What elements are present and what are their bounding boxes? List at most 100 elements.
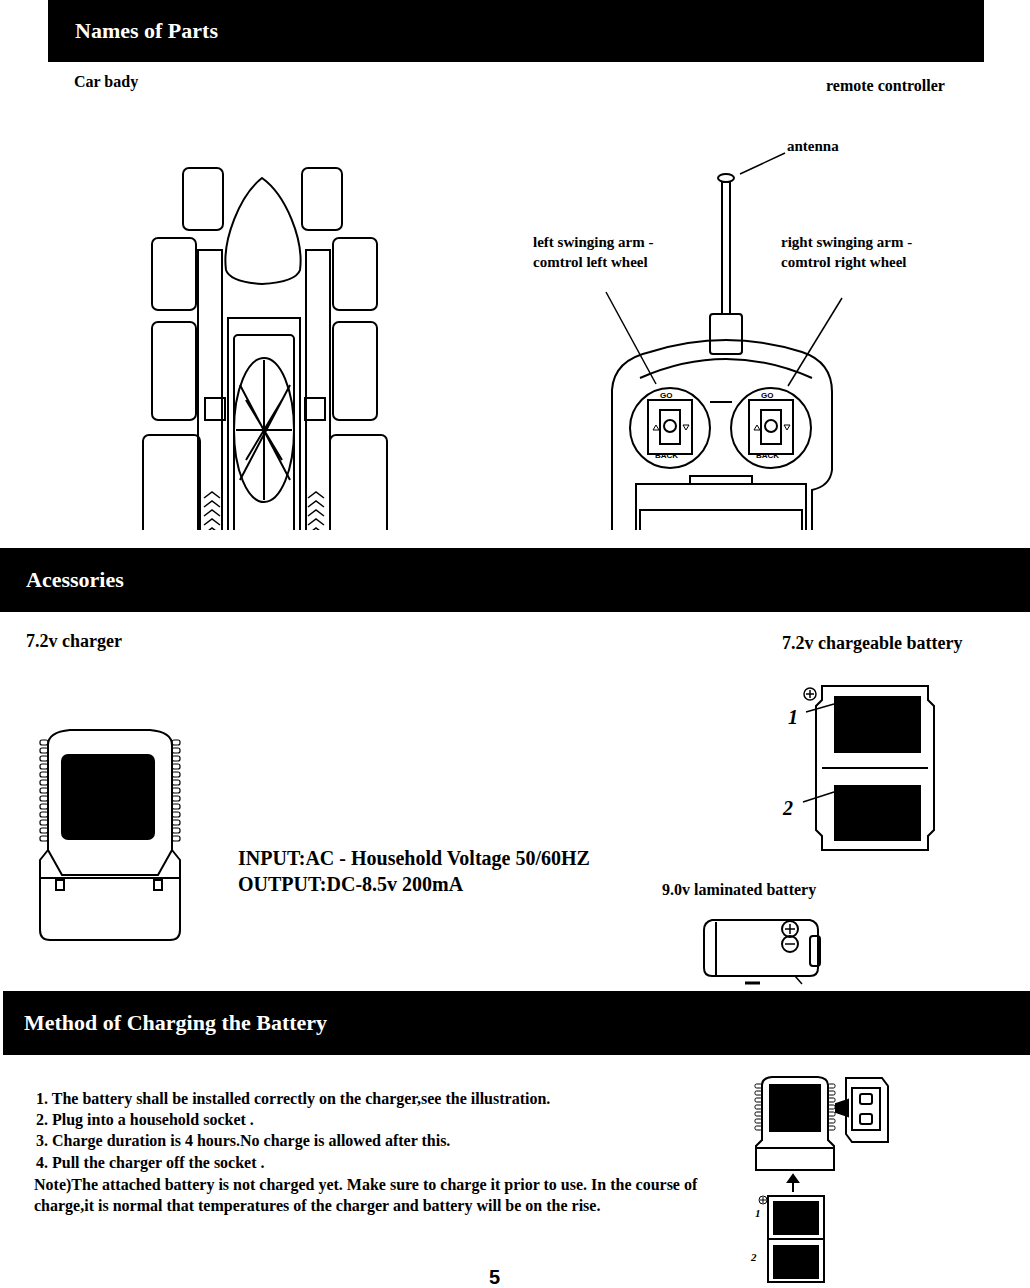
battery-9v	[704, 920, 820, 984]
car-body	[204, 519, 220, 525]
note-text: Note)The attached battery is not charged…	[34, 1174, 724, 1216]
charger	[40, 788, 48, 793]
part-name: remote controller	[826, 76, 945, 97]
leader-line	[788, 298, 842, 386]
car-body	[330, 435, 387, 530]
section-header: Method of Charging the Battery	[3, 991, 1030, 1055]
section-header: Acessories	[0, 548, 1030, 612]
car-body	[204, 501, 220, 507]
charger	[172, 764, 180, 769]
charger	[172, 756, 180, 761]
charger	[172, 772, 180, 777]
car-body	[308, 528, 324, 530]
car-body	[204, 492, 324, 530]
charging-illustration	[755, 1084, 762, 1088]
charging-illustration	[860, 1094, 872, 1104]
car-body	[305, 398, 325, 420]
car-body	[302, 168, 342, 230]
charger	[40, 772, 48, 777]
battery-9v	[715, 922, 717, 976]
charging-illustration	[760, 1197, 766, 1203]
charging-illustration	[828, 1112, 835, 1116]
car-body	[308, 510, 324, 516]
button-label: GO	[660, 391, 672, 401]
car-body	[234, 335, 294, 530]
charger	[40, 812, 48, 817]
charging-illustration	[846, 1078, 888, 1142]
part-name: Car bady	[74, 72, 138, 93]
charger	[40, 730, 180, 940]
charging-illustration	[755, 1119, 762, 1123]
battery-pack	[803, 686, 934, 850]
charger	[172, 748, 180, 753]
battery-pack	[835, 786, 920, 840]
charger	[172, 836, 180, 841]
charging-illustration	[828, 1091, 835, 1095]
battery-9v	[785, 924, 795, 944]
charger	[48, 850, 172, 875]
charger	[40, 764, 48, 769]
car-body	[333, 238, 377, 310]
charging-illustration	[755, 1084, 835, 1130]
charging-illustration	[768, 1238, 824, 1240]
charging-illustration	[828, 1119, 835, 1123]
leader-line	[740, 153, 785, 174]
battery-9v	[745, 982, 760, 985]
charger	[40, 796, 48, 801]
charging-illustration	[852, 1088, 880, 1130]
remote-controller	[660, 410, 680, 444]
car-body	[204, 528, 220, 530]
charger	[40, 740, 48, 745]
instruction-step: 1. The battery shall be installed correc…	[36, 1089, 550, 1110]
remote-controller	[653, 425, 790, 430]
part-name: right swinging arm - comtrol right wheel	[781, 233, 946, 272]
charging-illustration	[756, 1077, 834, 1170]
part-name: antenna	[787, 137, 839, 157]
section-title: Acessories	[26, 567, 124, 593]
remote-controller	[722, 182, 730, 314]
charging-illustration	[788, 1175, 798, 1182]
car-body	[204, 492, 220, 498]
remote-controller	[664, 420, 676, 432]
part-name: left swinging arm - comtrol left wheel	[533, 233, 693, 272]
charger	[172, 796, 180, 801]
car-body	[152, 238, 196, 310]
part-name: 7.2v chargeable battery	[782, 632, 962, 655]
charging-illustration	[828, 1098, 835, 1102]
charging-illustration	[828, 1105, 835, 1109]
charger	[172, 828, 180, 833]
part-name: 9.0v laminated battery	[662, 880, 816, 901]
remote-controller	[710, 314, 742, 354]
battery-pack	[816, 686, 934, 850]
remote-controller	[612, 174, 832, 530]
battery-pack	[806, 690, 814, 698]
car-body	[306, 250, 330, 530]
spec-text: OUTPUT:DC-8.5v 200mA	[238, 871, 463, 897]
car-body	[228, 318, 300, 530]
charger	[40, 820, 48, 825]
charger	[40, 730, 180, 940]
section-header: Names of Parts	[48, 0, 984, 62]
instruction-step: 4. Pull the charger off the socket .	[36, 1153, 265, 1174]
charger	[172, 780, 180, 785]
car-body	[225, 178, 300, 284]
remote-controller	[710, 401, 732, 403]
instruction-step: 3. Charge duration is 4 hours.No charge …	[36, 1131, 450, 1152]
charging-illustration	[774, 1202, 818, 1234]
charging-illustration	[755, 1112, 762, 1116]
charging-illustration	[828, 1084, 835, 1088]
charging-illustration	[755, 1098, 762, 1102]
charging-illustration	[774, 1246, 818, 1278]
section-title: Method of Charging the Battery	[24, 1010, 327, 1036]
charger	[172, 820, 180, 825]
car-body	[143, 435, 200, 530]
battery-pack	[803, 704, 834, 802]
car-body	[143, 168, 387, 530]
charger	[172, 804, 180, 809]
charger	[40, 756, 48, 761]
charging-illustration	[759, 1196, 767, 1204]
callout-number: 2	[751, 1250, 757, 1264]
remote-controller	[761, 410, 781, 444]
remote-controller	[765, 420, 777, 432]
charging-illustration	[755, 1077, 888, 1282]
